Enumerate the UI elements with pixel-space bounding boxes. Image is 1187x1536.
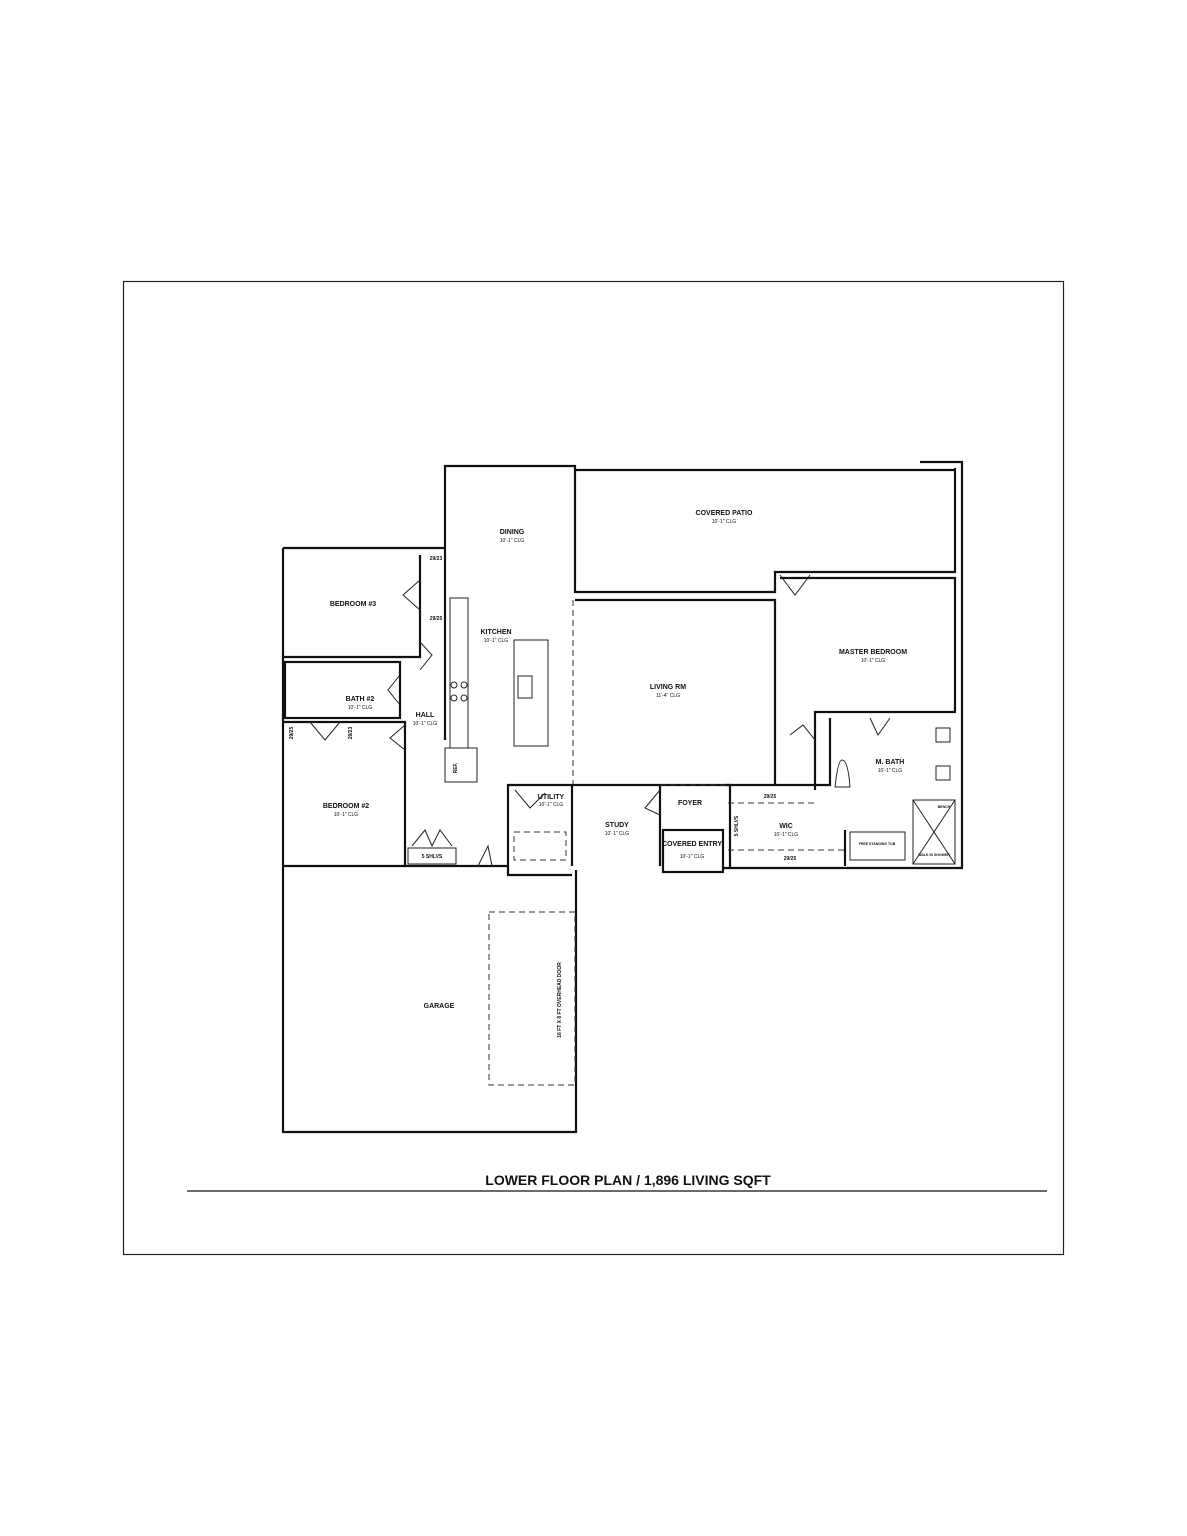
annotations: 29/23 29/25 29/25 29/23 5 SHLVS REF. 29/… (289, 556, 951, 1038)
room-living: LIVING RM 11'-4" CLG (650, 684, 686, 699)
wic-shelf-note: 5 SHLVS (734, 815, 740, 836)
ceiling-height: 10'-1" CLG (484, 638, 509, 644)
room-dining: DINING 10'-1" CLG (500, 529, 525, 544)
closet-note: 29/23 (348, 727, 354, 740)
room-foyer: FOYER (678, 800, 702, 807)
room-name: BATH #2 (346, 696, 375, 703)
room-bedroom-3: BEDROOM #3 (330, 601, 376, 608)
room-bedroom-2: BEDROOM #2 10'-1" CLG (323, 803, 369, 818)
shelves-note: 5 SHLVS (422, 854, 443, 860)
room-wic: WIC 10'-1" CLG (774, 823, 799, 838)
wic-shelf-note: 29/25 (764, 794, 777, 800)
door-swings (309, 574, 891, 867)
room-name: BEDROOM #3 (330, 601, 376, 608)
ceiling-height: 10'-1" CLG (774, 832, 799, 838)
refrigerator-note: REF. (453, 762, 459, 773)
room-name: MASTER BEDROOM (839, 649, 907, 656)
room-name: STUDY (605, 822, 629, 829)
room-covered-entry: COVERED ENTRY 10'-1" CLG (662, 841, 722, 860)
room-covered-patio: COVERED PATIO 10'-1" CLG (696, 510, 753, 525)
room-name: HALL (416, 712, 435, 719)
bench-note: BENCH (938, 805, 951, 809)
closet-note: 29/23 (430, 556, 443, 562)
room-name: UTILITY (538, 794, 565, 801)
ceiling-height: 10'-1" CLG (861, 658, 886, 664)
room-name: WIC (779, 823, 793, 830)
closet-note: 29/25 (289, 727, 295, 740)
overhead-door-note: 16 FT X 8 FT OVERHEAD DOOR (557, 962, 563, 1038)
room-bath-2: BATH #2 10'-1" CLG (346, 696, 375, 711)
room-kitchen: KITCHEN 10'-1" CLG (480, 629, 511, 644)
shower-note: WALK IN SHOWER (918, 853, 950, 857)
page-frame (122, 280, 1065, 1256)
ceiling-height: 10'-1" CLG (605, 831, 630, 837)
room-master-bath: M. BATH 10'-1" CLG (876, 759, 905, 774)
tub-note: FREE STANDING TUB (859, 842, 896, 846)
room-name: GARAGE (424, 1003, 455, 1010)
ceiling-height: 10'-1" CLG (712, 519, 737, 525)
room-name: COVERED ENTRY (662, 841, 722, 848)
room-study: STUDY 10'-1" CLG (605, 822, 630, 837)
room-utility: UTILITY 10'-1" CLG (538, 794, 565, 808)
ceiling-height: 11'-4" CLG (656, 693, 680, 699)
room-name: BEDROOM #2 (323, 803, 369, 810)
ceiling-height: 10'-1" CLG (539, 802, 564, 808)
ceiling-height: 10'-1" CLG (680, 854, 705, 860)
room-garage: GARAGE (424, 1003, 455, 1010)
walls (281, 460, 964, 1134)
ceiling-height: 10'-1" CLG (500, 538, 525, 544)
ceiling-height: 10'-1" CLG (413, 721, 438, 727)
wic-shelf-note: 29/25 (784, 856, 797, 862)
plan-title: LOWER FLOOR PLAN / 1,896 LIVING SQFT (485, 1172, 771, 1188)
room-name: KITCHEN (480, 629, 511, 636)
room-master-bedroom: MASTER BEDROOM 10'-1" CLG (839, 649, 907, 664)
closet-note: 29/25 (430, 616, 443, 622)
room-hall: HALL 10'-1" CLG (413, 712, 438, 727)
ceiling-height: 10'-1" CLG (348, 705, 373, 711)
room-name: DINING (500, 529, 525, 536)
room-name: FOYER (678, 800, 702, 807)
ceiling-height: 10'-1" CLG (878, 768, 903, 774)
room-name: LIVING RM (650, 684, 686, 691)
room-name: M. BATH (876, 759, 905, 766)
ceiling-height: 10'-1" CLG (334, 812, 359, 818)
room-name: COVERED PATIO (696, 510, 753, 517)
